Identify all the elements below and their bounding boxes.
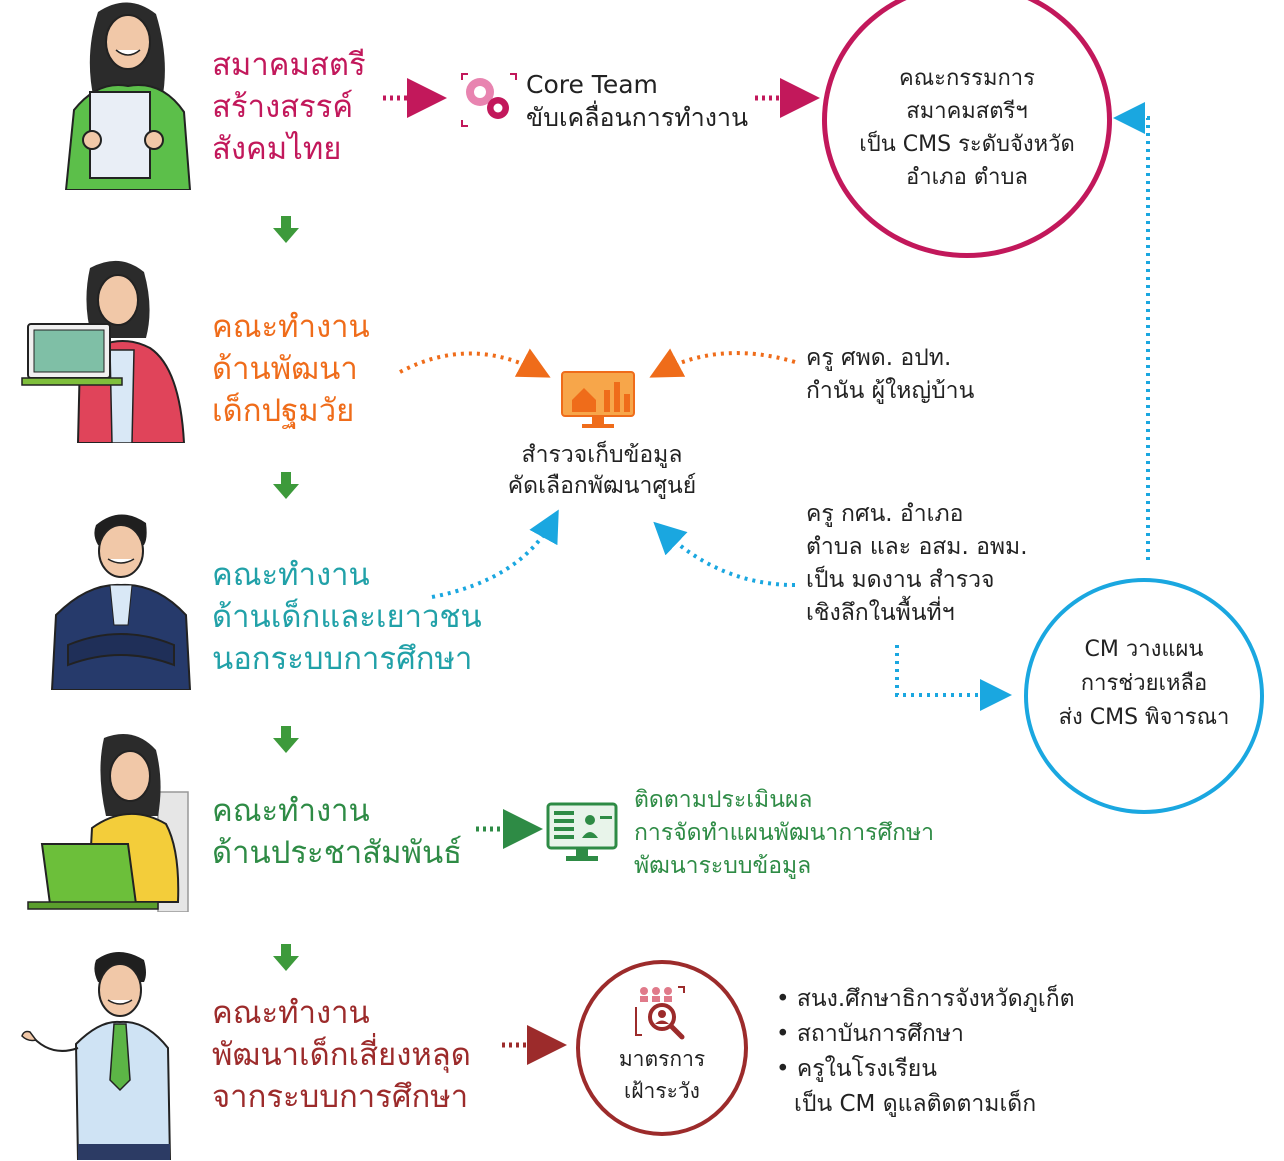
association-line-3: สังคมไทย — [212, 131, 342, 167]
dropout-line-1: คณะทำงาน — [212, 995, 370, 1031]
partners-item-4: เป็น CM ดูแลติดตามเด็ก — [794, 1091, 1037, 1117]
core-team-title: Core Team — [526, 70, 658, 99]
survey-line-1: สำรวจเก็บข้อมูล — [521, 442, 683, 468]
field-staff-line-3: เป็น มดงาน สำรวจ — [806, 567, 995, 593]
dropout-team-label: คณะทำงาน พัฒนาเด็กเสี่ยงหลุด จากระบบการศ… — [212, 992, 471, 1118]
surveillance-circle: มาตรการ เฝ้าระวัง — [576, 960, 748, 1136]
gears-icon — [461, 73, 517, 127]
village-staff-line-1: ครู ศพด. อปท. — [806, 345, 952, 371]
committee-line-1: คณะกรรมการ — [899, 66, 1035, 91]
cm-line-3: ส่ง CMS พิจารณา — [1058, 705, 1230, 730]
field-staff-line-4: เชิงลึกในพื้นที่ฯ — [806, 600, 955, 626]
survey-label: สำรวจเก็บข้อมูล คัดเลือกพัฒนาศูนย์ — [492, 440, 712, 502]
early-childhood-line-2: ด้านพัฒนา — [212, 351, 358, 387]
cm-circle: CM วางแผน การช่วยเหลือ ส่ง CMS พิจารณา — [1024, 578, 1264, 814]
early-childhood-team-label: คณะทำงาน ด้านพัฒนา เด็กปฐมวัย — [212, 306, 370, 432]
dropout-line-2: พัฒนาเด็กเสี่ยงหลุด — [212, 1037, 471, 1073]
pr-team-label: คณะทำงาน ด้านประชาสัมพันธ์ — [212, 790, 462, 874]
monitoring-line-2: การจัดทำแผนพัฒนาการศึกษา — [634, 820, 935, 846]
village-staff-line-2: กำนัน ผู้ใหญ่บ้าน — [806, 378, 975, 404]
monitoring-line-1: ติดตามประเมินผล — [634, 787, 813, 813]
partners-item-1: • สนง.ศึกษาธิการจังหวัดภูเก็ต — [776, 986, 1075, 1012]
dropout-line-3: จากระบบการศึกษา — [212, 1079, 469, 1115]
monitor-house-chart-icon — [561, 371, 635, 428]
surveillance-line-1: มาตรการ — [618, 1047, 706, 1071]
arrow-field-staff-to-survey — [653, 521, 796, 587]
cm-line-1: CM วางแผน — [1084, 637, 1204, 662]
pr-line-1: คณะทำงาน — [212, 793, 370, 829]
association-label: สมาคมสตรี สร้างสรรค์ สังคมไทย — [212, 44, 366, 170]
association-line-1: สมาคมสตรี — [212, 47, 366, 83]
monitor-presentation-icon — [546, 802, 618, 861]
survey-line-2: คัดเลือกพัฒนาศูนย์ — [507, 473, 697, 499]
partners-list: • สนง.ศึกษาธิการจังหวัดภูเก็ต • สถาบันกา… — [776, 982, 1075, 1122]
committee-line-2: สมาคมสตรีฯ — [906, 99, 1028, 124]
down-arrow-1 — [273, 216, 299, 243]
surveillance-line-2: เฝ้าระวัง — [624, 1079, 700, 1103]
arrow-village-staff-to-survey — [649, 348, 796, 378]
monitoring-label: ติดตามประเมินผล การจัดทำแผนพัฒนาการศึกษา… — [634, 784, 934, 883]
out-of-school-line-3: นอกระบบการศึกษา — [212, 641, 473, 677]
committee-line-4: อำเภอ ตำบล — [906, 165, 1028, 190]
out-of-school-team-label: คณะทำงาน ด้านเด็กและเยาวชน นอกระบบการศึก… — [212, 554, 482, 680]
committee-circle: คณะกรรมการ สมาคมสตรีฯ เป็น CMS ระดับจังห… — [822, 0, 1112, 258]
committee-line-3: เป็น CMS ระดับจังหวัด — [859, 132, 1075, 157]
search-people-icon — [635, 986, 685, 1040]
core-team-subtitle: ขับเคลื่อนการทำงาน — [526, 103, 749, 132]
arrow-field-staff-to-cm — [895, 645, 1012, 711]
man-arms-crossed-illustration — [50, 514, 192, 690]
out-of-school-line-1: คณะทำงาน — [212, 557, 370, 593]
core-team-label: Core Team ขับเคลื่อนการทำงาน — [526, 68, 748, 134]
field-staff-line-2: ตำบล และ อสม. อพม. — [806, 534, 1028, 560]
woman-holding-paper-illustration — [64, 2, 192, 190]
pr-line-2: ด้านประชาสัมพันธ์ — [212, 835, 463, 871]
arrow-cm-to-committee — [1113, 102, 1150, 560]
down-arrow-4 — [273, 944, 299, 971]
down-arrow-2 — [273, 472, 299, 499]
woman-at-laptop-illustration — [27, 734, 189, 912]
woman-with-laptop-illustration — [21, 260, 186, 443]
field-staff-line-1: ครู กศน. อำเภอ — [806, 501, 964, 527]
association-line-2: สร้างสรรค์ — [212, 89, 354, 125]
village-staff-label: ครู ศพด. อปท. กำนัน ผู้ใหญ่บ้าน — [806, 342, 974, 408]
arrow-early-childhood-to-survey — [399, 348, 551, 378]
early-childhood-line-1: คณะทำงาน — [212, 309, 370, 345]
early-childhood-line-3: เด็กปฐมวัย — [212, 393, 355, 429]
down-arrow-3 — [273, 726, 299, 753]
partners-item-2: • สถาบันการศึกษา — [776, 1021, 964, 1047]
partners-item-3: • ครูในโรงเรียน — [776, 1056, 937, 1082]
field-staff-label: ครู กศน. อำเภอ ตำบล และ อสม. อพม. เป็น ม… — [806, 498, 1028, 630]
monitoring-line-3: พัฒนาระบบข้อมูล — [634, 853, 812, 879]
out-of-school-line-2: ด้านเด็กและเยาวชน — [212, 599, 482, 635]
man-presenting-illustration — [21, 952, 172, 1160]
cm-line-2: การช่วยเหลือ — [1080, 671, 1208, 696]
